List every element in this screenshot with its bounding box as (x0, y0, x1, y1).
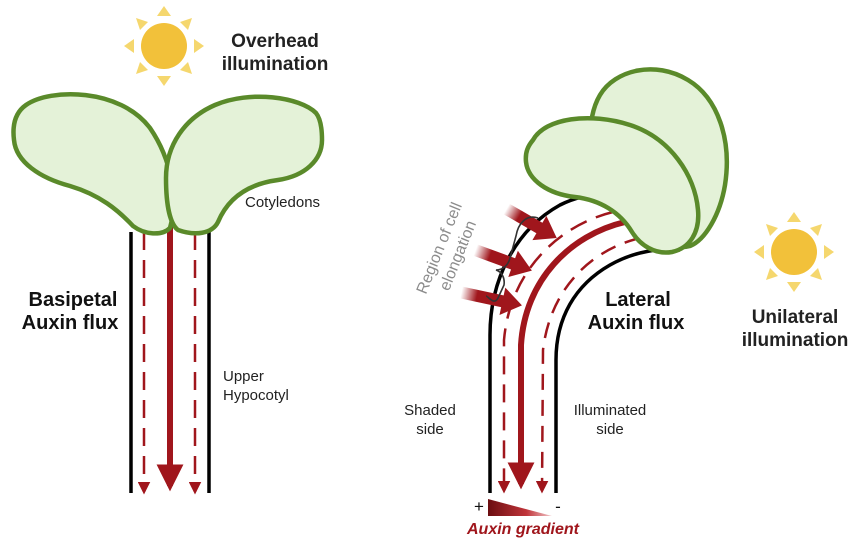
cotyledon-right (166, 97, 322, 234)
curved-hypocotyl-wall-shaded (490, 194, 650, 493)
lateral-flux-arrows (458, 197, 563, 319)
auxin-gradient-wedge (488, 499, 552, 516)
region-label: Region of cell elongation (414, 200, 485, 304)
overhead-label-line2: illumination (222, 54, 329, 75)
illuminated-label-line2: side (596, 421, 624, 438)
left-panel: Overhead illumination Cotyledons Basipet… (14, 6, 329, 493)
gradient-minus: - (555, 497, 561, 516)
curved-hypocotyl-wall-illuminated (556, 249, 680, 493)
right-panel: Region of cell elongation Lateral Auxin … (404, 69, 848, 538)
auxin-gradient-label: Auxin gradient (466, 521, 580, 538)
sun-icon (124, 6, 204, 86)
overhead-label-line1: Overhead (231, 31, 319, 52)
cotyledon-left (14, 94, 174, 233)
unilateral-label-line2: illumination (742, 330, 849, 351)
hypocotyl-label-line2: Hypocotyl (223, 387, 289, 404)
sun-icon-side (754, 212, 834, 292)
gradient-plus: + (474, 497, 484, 516)
basipetal-label-line1: Basipetal (29, 289, 118, 311)
lateral-label-line2: Auxin flux (588, 312, 685, 334)
basipetal-label-line2: Auxin flux (22, 312, 119, 334)
illuminated-label-line1: Illuminated (574, 402, 647, 419)
hypocotyl-label-line1: Upper (223, 368, 264, 385)
cotyledons-label: Cotyledons (245, 194, 320, 211)
shaded-label-line1: Shaded (404, 402, 456, 419)
shaded-label-line2: side (416, 421, 444, 438)
unilateral-label-line1: Unilateral (752, 307, 839, 328)
lateral-label-line1: Lateral (605, 289, 671, 311)
